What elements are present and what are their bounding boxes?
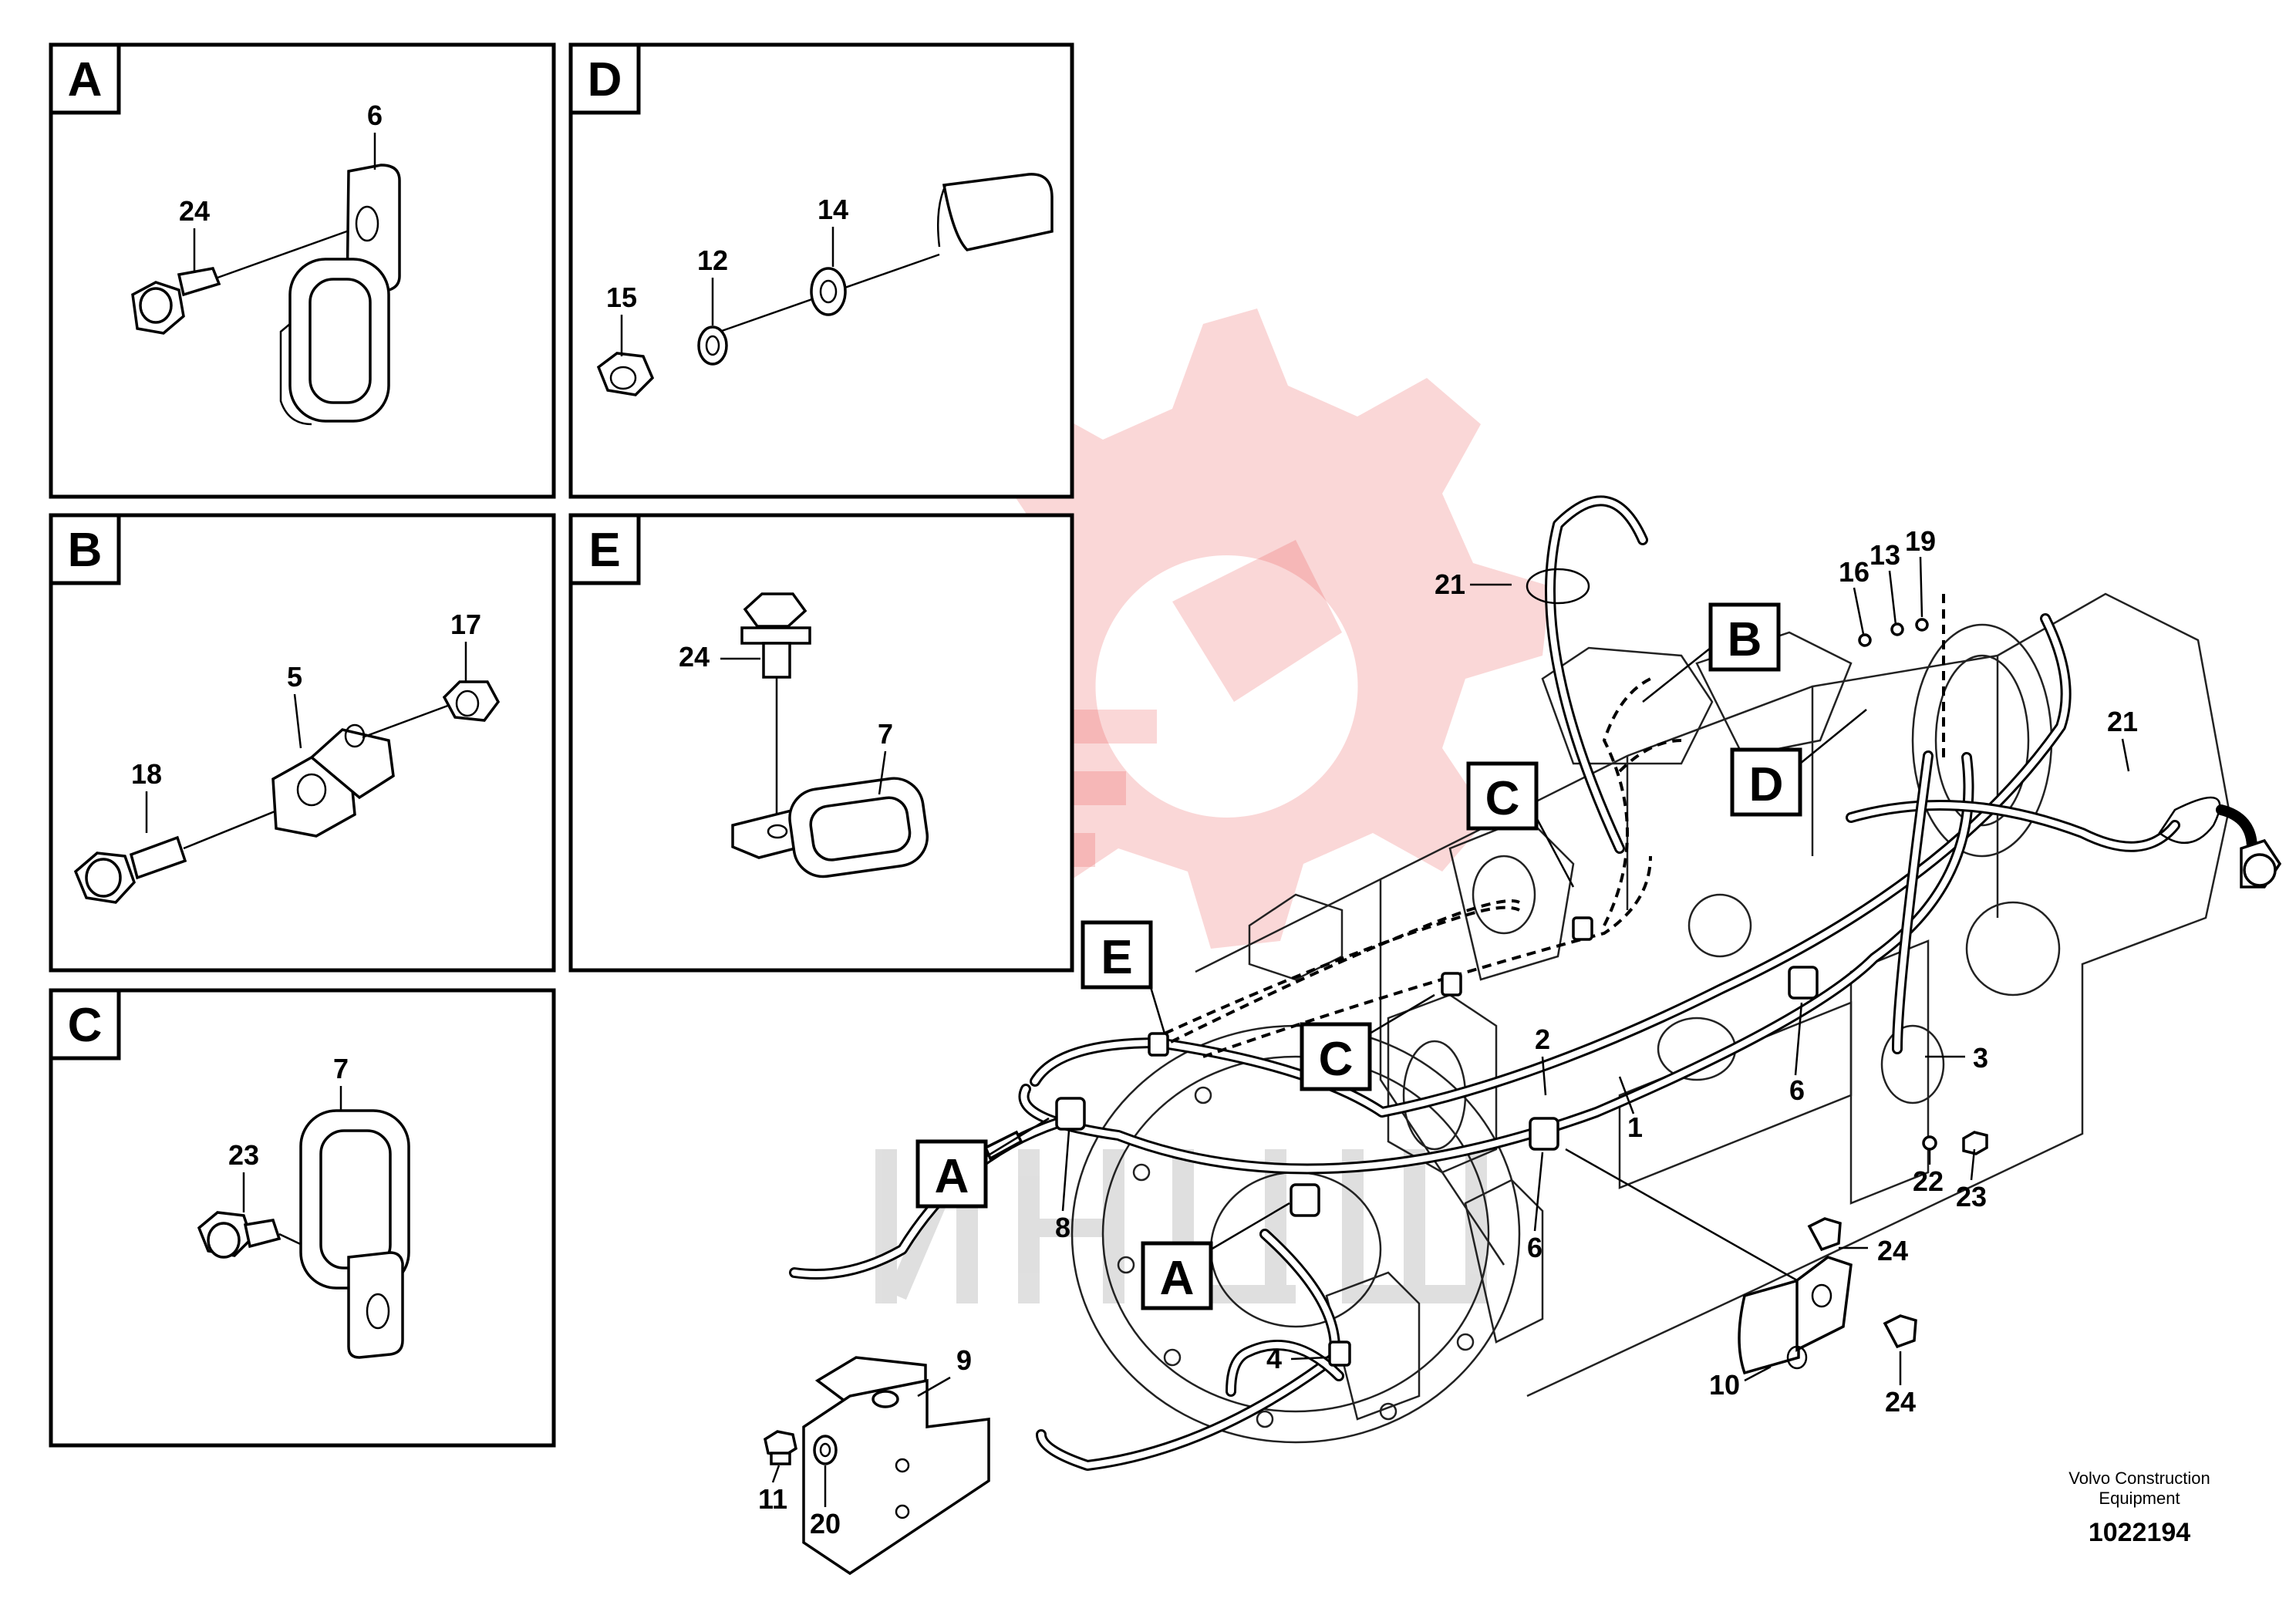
callout: 24 <box>679 641 710 673</box>
detail-letter: A <box>68 53 103 106</box>
detail-letter: B <box>68 524 103 577</box>
callout: 16 <box>1839 556 1870 588</box>
detail-a-panel: A 24 6 <box>49 42 556 499</box>
bolt-part <box>131 267 221 335</box>
detail-letter: D <box>588 53 622 106</box>
bolt-part <box>197 1211 282 1259</box>
bolt-part <box>740 592 811 679</box>
callout: 6 <box>367 99 383 131</box>
callout: 2 <box>1535 1023 1550 1055</box>
callout: 23 <box>228 1139 259 1171</box>
view-marker-c-upper: C <box>1466 761 1575 888</box>
detail-c-panel: C 23 7 <box>49 988 556 1448</box>
view-marker-c-lower: C <box>1300 993 1435 1091</box>
callout: 3 <box>1973 1042 1988 1074</box>
wiring-harness <box>789 495 2282 1471</box>
callout: 7 <box>333 1053 349 1084</box>
svg-text:A: A <box>1160 1252 1195 1305</box>
view-marker-b: B <box>1642 602 1781 703</box>
view-marker-e: E <box>1081 920 1166 1034</box>
view-marker-d: D <box>1730 709 1867 817</box>
cable-terminal-part <box>942 173 1054 251</box>
callout: 24 <box>1885 1386 1916 1418</box>
bracket-part <box>271 723 395 838</box>
washer-20-part <box>813 1435 838 1465</box>
svg-text:A: A <box>935 1150 969 1203</box>
nut-part <box>596 352 655 396</box>
callout: 17 <box>450 609 481 640</box>
bolt-11-part <box>764 1430 797 1465</box>
callout: 11 <box>758 1483 787 1515</box>
callout: 6 <box>1789 1074 1805 1106</box>
harness-clips <box>1055 916 1819 1367</box>
callout: 7 <box>878 718 893 750</box>
detail-e-letter-box <box>568 513 641 585</box>
clamp-part <box>299 1109 410 1359</box>
callout: 4 <box>1266 1343 1282 1374</box>
callout: 23 <box>1956 1181 1987 1212</box>
drawing-footer: Volvo Construction Equipment 1022194 <box>2068 1469 2210 1547</box>
detail-letter: C <box>68 999 103 1052</box>
callout: 10 <box>1709 1369 1740 1401</box>
svg-text:B: B <box>1728 613 1762 666</box>
company-name-line1: Volvo Construction <box>2068 1469 2210 1488</box>
callout: 24 <box>179 195 210 227</box>
callout: 13 <box>1870 539 1900 571</box>
callout: 8 <box>1055 1212 1070 1243</box>
callout: 14 <box>818 194 848 225</box>
clamp-part <box>279 164 401 426</box>
bolt-part <box>73 835 187 904</box>
detail-e-panel: E 24 7 <box>568 513 1074 973</box>
detail-b-letter-box <box>49 513 121 585</box>
view-marker-a-bottom: A <box>1141 1202 1290 1310</box>
drawing-number: 1022194 <box>2089 1518 2190 1547</box>
callout: 15 <box>606 282 637 313</box>
detail-b-panel: B 18 5 17 <box>49 513 556 973</box>
clamp-part <box>731 777 929 878</box>
detail-d-panel: D 15 12 14 <box>568 42 1074 499</box>
callout: 19 <box>1905 525 1936 557</box>
detail-d-letter-box <box>568 42 641 115</box>
callout: 12 <box>697 244 728 276</box>
callout: 21 <box>1435 568 1465 600</box>
detail-c-letter-box <box>49 988 121 1061</box>
view-marker-a-left: A <box>915 1117 1050 1209</box>
svg-text:E: E <box>1101 931 1132 984</box>
callout: 21 <box>2107 706 2138 737</box>
flat-washer-part <box>810 267 847 316</box>
bracket-10-part <box>1565 1148 1917 1375</box>
callout: 9 <box>956 1344 972 1376</box>
callout: 1 <box>1627 1111 1643 1143</box>
bracket-9-part <box>802 1356 990 1576</box>
spring-washer-part <box>697 325 728 366</box>
svg-text:C: C <box>1319 1033 1354 1086</box>
hardware-small <box>1858 618 1988 1155</box>
engine-assembly <box>1070 592 2230 1444</box>
svg-text:C: C <box>1485 772 1520 825</box>
callout: 20 <box>810 1508 841 1539</box>
svg-text:D: D <box>1749 758 1784 811</box>
detail-a-letter-box <box>49 42 121 115</box>
callout: 22 <box>1913 1165 1944 1197</box>
detail-letter: E <box>588 524 620 577</box>
callout: 6 <box>1527 1232 1542 1263</box>
main-callouts: 21 16 13 19 21 2 3 1 6 22 23 8 6 24 4 10… <box>758 525 2138 1539</box>
callout: 18 <box>131 758 162 790</box>
callout: 5 <box>287 661 302 693</box>
company-name-line2: Equipment <box>2099 1489 2180 1508</box>
nut-part <box>442 680 501 722</box>
callout: 24 <box>1877 1235 1908 1266</box>
